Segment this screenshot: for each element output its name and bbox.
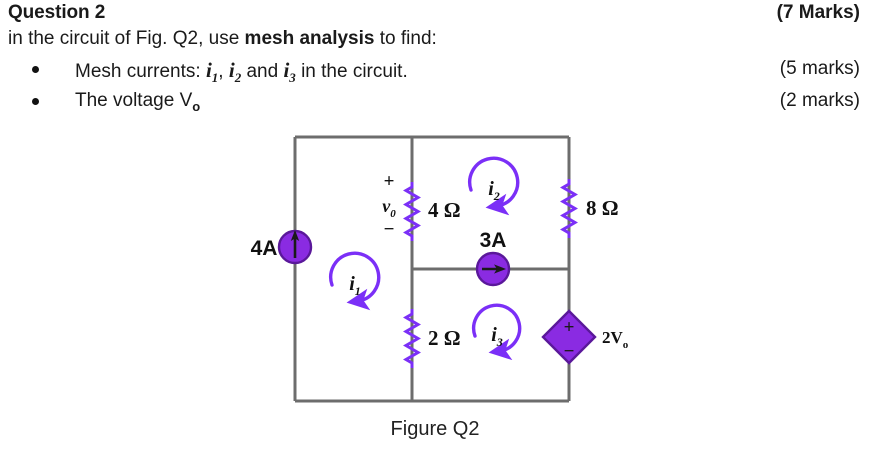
bullet1-marks: (5 marks) — [779, 58, 860, 79]
dependent-voltage-source-label: 2Vo — [602, 328, 629, 351]
total-marks: (7 Marks) — [776, 2, 860, 23]
i1-subscript: 1 — [211, 70, 219, 86]
bullet1-sep1: , — [218, 61, 229, 82]
mesh-current-i1-label: i1 — [349, 273, 361, 298]
question-intro: in the circuit of Fig. Q2, use mesh anal… — [8, 28, 437, 50]
vo-plus-sign: + — [384, 171, 395, 192]
mesh-current-label-i3: i3 — [283, 58, 296, 86]
mesh-current-i3-arc — [471, 303, 522, 361]
figure-caption: Figure Q2 — [390, 418, 480, 440]
bullet2-prefix: The voltage V — [75, 90, 193, 111]
bullet2-marks: (2 marks) — [779, 90, 860, 111]
i3-subscript: 3 — [496, 335, 503, 349]
i1-glyph: i — [205, 58, 212, 82]
mesh-current-i2: i2 — [468, 156, 520, 216]
mesh-current-i2-label: i2 — [488, 178, 500, 203]
vo-glyph: v — [382, 196, 391, 216]
resistor-4ohm-label: 4 Ω — [428, 198, 461, 222]
i1-glyph: i — [349, 273, 355, 295]
resistor-8ohm[interactable] — [560, 179, 578, 238]
dependent-voltage-source[interactable]: + − — [541, 309, 597, 365]
current-source-4a[interactable] — [277, 229, 313, 265]
bullet1-sep2: and — [241, 61, 284, 82]
resistor-4ohm[interactable] — [403, 182, 421, 241]
bullet-text: The voltage Vo — [75, 90, 200, 114]
vo-label: v0 — [382, 196, 396, 220]
resistor-8ohm-label: 8 Ω — [586, 196, 619, 220]
resistor-4ohm-zigzag — [403, 182, 421, 241]
i3-glyph: i — [283, 58, 290, 82]
current-source-3a-arrowhead — [494, 264, 506, 274]
mesh-current-label-i2: i2 — [228, 58, 242, 86]
dependent-source-subscript: o — [623, 339, 629, 351]
current-source-4a-arrowhead — [290, 230, 300, 241]
dependent-source-plus-sign: + — [564, 317, 575, 338]
bullet1-suffix: in the circuit. — [295, 61, 408, 82]
bullet-dot-icon — [32, 98, 39, 105]
dependent-source-minus-sign: − — [564, 341, 575, 362]
i2-subscript: 2 — [493, 189, 500, 203]
resistor-2ohm-zigzag — [403, 309, 421, 368]
current-source-3a-label: 3A — [480, 229, 507, 252]
page-title: Question 2 — [8, 2, 106, 23]
bullet-dot-icon — [32, 66, 39, 73]
i2-glyph: i — [488, 178, 494, 200]
resistor-2ohm[interactable] — [403, 309, 421, 368]
resistor-8ohm-zigzag — [560, 179, 578, 238]
current-source-3a[interactable] — [475, 251, 511, 287]
current-source-4a-label: 4A — [251, 237, 278, 260]
intro-bold-term: mesh analysis — [244, 28, 375, 49]
mesh-current-i1-arc — [329, 251, 381, 311]
intro-suffix: to find: — [374, 28, 437, 49]
i2-glyph: i — [228, 58, 235, 82]
bullet1-prefix: Mesh currents: — [75, 61, 206, 82]
i1-subscript: 1 — [355, 284, 361, 298]
circuit-diagram: 4A 4 Ω + v0 − 8 Ω 3A 2 Ω + − 2Vo i1 i2 — [0, 125, 870, 425]
i3-subscript: 3 — [289, 70, 296, 86]
mesh-current-label-i1: i1 — [205, 58, 219, 86]
mesh-current-i1: i1 — [329, 251, 381, 311]
mesh-current-i3: i3 — [471, 303, 522, 361]
vo-minus-sign: − — [384, 219, 395, 240]
resistor-2ohm-label: 2 Ω — [428, 326, 461, 350]
mesh-current-i3-label: i3 — [491, 324, 503, 349]
bullet2-subscript: o — [192, 98, 201, 114]
bullet-text: Mesh currents: i1, i2 and i3 in the circ… — [75, 58, 408, 86]
dependent-source-value: 2V — [602, 328, 624, 347]
i3-glyph: i — [491, 324, 497, 346]
circuit-wires — [293, 135, 571, 403]
intro-prefix: in the circuit of Fig. Q2, use — [8, 28, 245, 49]
vo-subscript: 0 — [390, 208, 396, 220]
mesh-current-i2-arc — [468, 156, 520, 216]
i2-subscript: 2 — [234, 70, 242, 86]
dependent-voltage-source-diamond — [541, 309, 597, 365]
